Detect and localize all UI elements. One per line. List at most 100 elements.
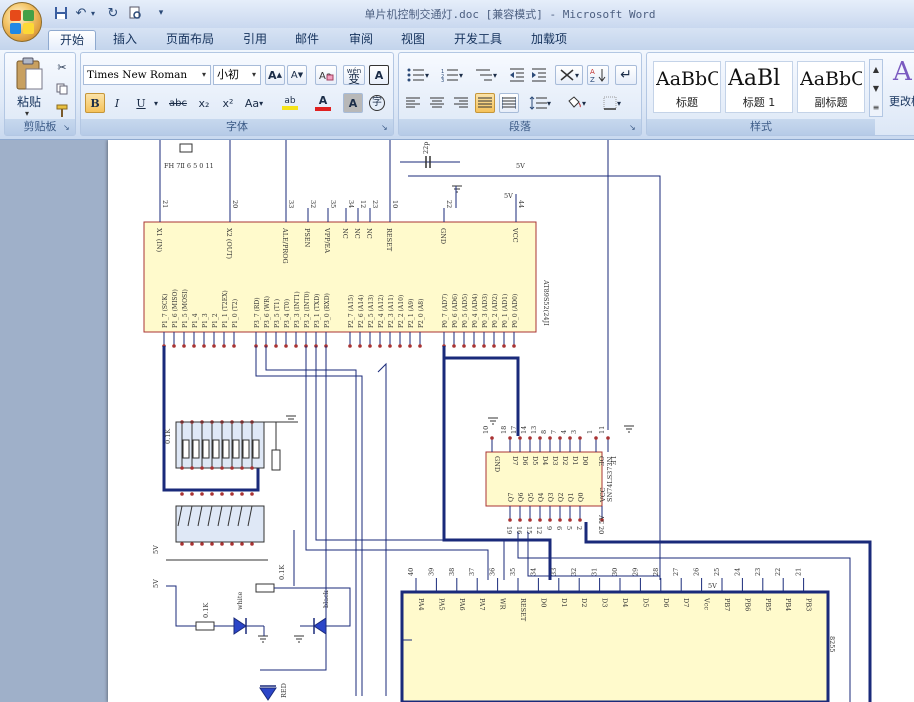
asian-layout-button[interactable]: ▾ <box>555 65 583 85</box>
bullets-button[interactable]: ▾ <box>403 65 433 85</box>
clear-formatting-button[interactable]: Aa <box>315 65 337 85</box>
dip-row-dot <box>200 492 204 496</box>
tab-home[interactable]: 开始 <box>48 30 96 50</box>
led-wire <box>166 585 196 627</box>
styles-scroll-up-icon[interactable]: ▲ <box>872 65 880 74</box>
enclose-chars-button[interactable]: 字 <box>367 93 387 113</box>
style-subtitle[interactable]: AaBbC 副标题 <box>797 61 865 113</box>
decrease-indent-button[interactable] <box>507 65 527 85</box>
latch-top-pin-name: D0 <box>581 456 589 465</box>
increase-indent-button[interactable] <box>529 65 549 85</box>
led-vcc-label: 5V <box>152 579 160 588</box>
italic-button[interactable]: I <box>107 93 127 113</box>
distribute-button[interactable] <box>499 93 519 113</box>
font-size-dropdown-icon[interactable]: ▾ <box>251 70 256 79</box>
led-resistor-2 <box>255 583 275 593</box>
bold-button[interactable]: B <box>85 93 105 113</box>
tab-insert[interactable]: 插入 <box>112 32 137 46</box>
tab-view[interactable]: 视图 <box>400 32 425 46</box>
format-painter-icon[interactable] <box>53 101 71 121</box>
strikethrough-button[interactable]: abc <box>165 93 191 113</box>
office-button[interactable] <box>2 2 42 42</box>
font-name-combo[interactable]: Times New Roman ▾ <box>83 65 211 85</box>
ppi-pin-number: 38 <box>448 568 456 576</box>
justify-button[interactable] <box>475 93 495 113</box>
cut-icon[interactable]: ✂ <box>57 60 67 74</box>
paste-button[interactable]: 粘贴 ▾ <box>9 55 49 118</box>
tab-addins[interactable]: 加载项 <box>530 32 567 46</box>
line-spacing-button[interactable]: ▾ <box>525 93 555 113</box>
copy-icon[interactable] <box>53 79 71 99</box>
latch-top-pin-number: 14 <box>520 426 528 434</box>
underline-button[interactable]: U <box>131 93 151 113</box>
font-color-button[interactable]: A <box>309 93 337 113</box>
superscript-button[interactable]: x² <box>217 93 239 113</box>
latch-top-dot <box>568 436 572 440</box>
switch-lever <box>217 505 223 527</box>
borders-icon <box>603 96 617 110</box>
underline-dropdown-icon[interactable]: ▾ <box>153 98 158 108</box>
ppi-pin-number: 35 <box>509 568 517 576</box>
styles-scroll[interactable]: ▲ ▼ ≡ <box>869 59 883 117</box>
paragraph-launcher-icon[interactable]: ↘ <box>629 123 636 132</box>
font-launcher-icon[interactable]: ↘ <box>381 123 388 132</box>
italic-label: I <box>114 96 120 110</box>
multilevel-list-button[interactable]: ▾ <box>471 65 501 85</box>
font-size-combo[interactable]: 小初 ▾ <box>213 65 261 85</box>
tab-developer[interactable]: 开发工具 <box>453 32 502 46</box>
subscript-button[interactable]: x₂ <box>193 93 215 113</box>
styles-more-icon[interactable]: ≡ <box>872 103 880 112</box>
change-case-button[interactable]: Aa▾ <box>244 96 264 110</box>
latch-bottom-dot <box>578 518 582 522</box>
mcu-p3-pin-name: P3_4 (T0) <box>284 299 291 328</box>
latch-top-pin-name: LE <box>609 456 617 465</box>
style-heading1[interactable]: AaBl 标题 1 <box>725 61 793 113</box>
style-title[interactable]: AaBbC 标题 <box>653 61 721 113</box>
char-shading-button[interactable]: A <box>343 93 363 113</box>
svg-text:3: 3 <box>441 78 444 82</box>
change-styles-button[interactable]: A 更改样 <box>887 57 914 119</box>
show-marks-button[interactable]: ↵ <box>615 65 637 85</box>
font-name-dropdown-icon[interactable]: ▾ <box>201 70 206 79</box>
ribbon: 粘贴 ▾ ✂ 剪贴板 ↘ Times New Roman ▾ 小初 ▾ A▲ <box>0 50 914 140</box>
latch-top-pin-name: D7 <box>511 456 519 465</box>
paste-dropdown-icon[interactable]: ▾ <box>25 109 30 118</box>
align-left-button[interactable] <box>403 93 423 113</box>
mcu-p2-pin-dot <box>358 344 362 348</box>
mcu-top-pin-number: 44 <box>517 200 525 208</box>
ribbon-tabs: 开始 插入 页面布局 引用 邮件 审阅 视图 开发工具 加载项 <box>0 28 914 50</box>
mcu-p0-pin-name: P0_3 (AD3) <box>482 294 489 328</box>
borders-button[interactable]: ▾ <box>597 93 627 113</box>
clipboard-launcher-icon[interactable]: ↘ <box>63 123 70 132</box>
latch-bottom-dot <box>518 518 522 522</box>
customize-qat-icon[interactable]: ▾ <box>158 8 164 18</box>
shrink-font-button[interactable]: A▼ <box>287 65 307 85</box>
tab-page-layout[interactable]: 页面布局 <box>165 32 214 46</box>
ppi-pin-name: PA5 <box>437 598 445 611</box>
grow-font-button[interactable]: A▲ <box>265 65 285 85</box>
align-right-button[interactable] <box>451 93 471 113</box>
mcu-p0-pin-dot <box>452 344 456 348</box>
shading-button[interactable]: ▾ <box>561 93 591 113</box>
align-center-button[interactable] <box>427 93 447 113</box>
tab-references[interactable]: 引用 <box>242 32 267 46</box>
undo-icon[interactable]: ↶ <box>75 5 87 21</box>
save-icon[interactable] <box>52 4 70 22</box>
ppi-pin-name: PB5 <box>764 598 772 611</box>
styles-scroll-down-icon[interactable]: ▼ <box>872 84 880 93</box>
svg-text:A: A <box>590 68 595 76</box>
mcu-p1-pin-name: P1_7 (SCK) <box>162 294 169 328</box>
char-border-label: A <box>374 68 384 82</box>
tab-review[interactable]: 审阅 <box>348 32 373 46</box>
highlight-button[interactable]: ab <box>275 93 305 113</box>
print-preview-icon[interactable] <box>126 4 144 22</box>
redo-icon[interactable]: ↻ <box>107 5 119 21</box>
tab-mailings[interactable]: 邮件 <box>294 32 319 46</box>
char-border-button[interactable]: A <box>369 65 389 85</box>
undo-dropdown-icon[interactable]: ▾ <box>90 8 95 18</box>
